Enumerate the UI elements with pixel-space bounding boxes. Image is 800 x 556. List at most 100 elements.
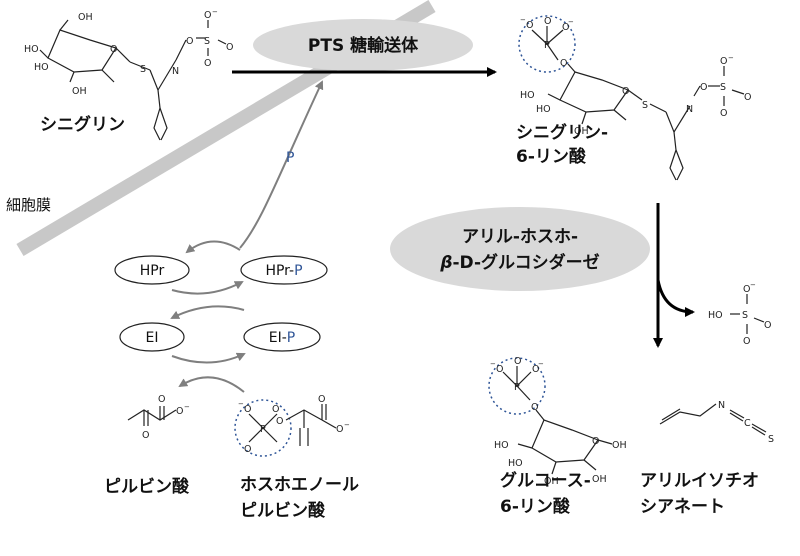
sinigrin-n: N	[172, 66, 179, 77]
phosphate-circle-sinigrin6p	[518, 15, 576, 73]
g6p-ho-1: HO	[494, 440, 509, 451]
sulfate-s: S	[742, 310, 748, 321]
pep-link-o: O	[276, 416, 283, 427]
glucosidase-rest: -D-グルコシダーゼ	[452, 252, 599, 273]
ei-p-label: EI-P	[269, 330, 295, 346]
ei-label: EI	[146, 330, 159, 346]
aitc-label-2: シアネート	[640, 497, 725, 517]
sinigrin6p-sulfate-o-top: O	[720, 56, 727, 67]
pep-label-2: ピルビン酸	[240, 500, 326, 521]
sinigrin-oh-2: OH	[72, 86, 87, 97]
pep-charge: −	[344, 421, 350, 429]
sinigrin-ho-2: HO	[34, 62, 49, 73]
pyruvate-label: ピルビン酸	[104, 476, 190, 497]
allyl-isothiocyanate-structure	[659, 403, 767, 436]
pep-phosphate-o2: O	[244, 444, 251, 455]
hpr-p-to-hpr-arrow	[185, 240, 241, 254]
sinigrin6p-sulfate-charge: −	[728, 54, 734, 62]
sinigrin-ho-1: HO	[24, 44, 39, 55]
sulfate-o-right: O	[764, 320, 771, 331]
pyruvate-charge: −	[184, 403, 190, 411]
sulfate-o-top: O	[743, 284, 750, 295]
ei-p-prefix: EI-	[269, 330, 287, 346]
pts-transporter-ellipse	[253, 19, 473, 71]
sinigrin6p-ho-1: HO	[520, 90, 535, 101]
sinigrin-s: S	[140, 64, 146, 75]
sinigrin6p-sulfate-s: S	[720, 82, 726, 93]
g6p-oh-1: OH	[544, 476, 559, 487]
pyruvate-structure	[127, 406, 177, 426]
pep-label-1: ホスホエノール	[240, 475, 359, 495]
sinigrin6p-phosphate-p: P	[544, 40, 550, 51]
sinigrin6p-phosphate-charge-1: −	[520, 16, 526, 24]
pep-to-pyruvate-arrow	[178, 376, 245, 393]
pep-phosphate-o1: O	[244, 404, 251, 415]
hpr-label: HPr	[140, 263, 165, 279]
sinigrin6p-sulfate-o-right: O	[744, 92, 751, 103]
sinigrin-oh-1: OH	[78, 12, 93, 23]
g6p-phosphate-charge-1: −	[490, 360, 496, 368]
sinigrin6p-phosphate-charge-2: −	[568, 18, 574, 26]
sinigrin6p-ho-2: HO	[536, 104, 551, 115]
glucose-6-phosphate-structure	[502, 366, 613, 475]
sinigrin6p-ring-o: O	[622, 86, 629, 97]
sinigrin-ring-o: O	[110, 44, 117, 55]
hydrogen-sulfate-structure	[730, 294, 765, 334]
pyruvate-ketone-o: O	[142, 430, 149, 441]
sinigrin-o-link: O	[186, 36, 193, 47]
pep-phosphate-charge: −	[238, 400, 244, 408]
sinigrin-6-phosphate-structure	[531, 26, 745, 181]
aitc-n: N	[718, 400, 725, 411]
sinigrin6p-o-link: O	[700, 82, 707, 93]
aitc-c: C	[744, 418, 751, 429]
pep-phosphate-p: P	[260, 424, 266, 435]
pts-transporter-label: PTS 糖輸送体	[308, 35, 419, 56]
sinigrin6p-oh: OH	[574, 126, 589, 137]
g6p-phosphate-p: P	[514, 382, 520, 393]
sinigrin6p-label-1: シニグリン-	[516, 122, 608, 143]
aitc-s: S	[768, 434, 774, 445]
g6p-phosphate-o2: O	[514, 356, 521, 367]
ei-to-ei-p-arrow	[171, 352, 246, 364]
glucosidase-ellipse	[390, 207, 650, 291]
pep-phosphate-o3: O	[272, 404, 279, 415]
ei-p-to-ei-arrow	[170, 305, 245, 319]
g6p-phosphate-charge-2: −	[538, 360, 544, 368]
phosphate-transfer-arrow	[239, 80, 324, 249]
glucosidase-label-2: β-D-グルコシダーゼ	[439, 252, 599, 273]
membrane-label: 細胞膜	[6, 196, 51, 214]
sinigrin6p-n: N	[686, 104, 693, 115]
sinigrin-sulfate-o-top: O	[204, 10, 211, 21]
g6p-phosphate-o3: O	[532, 364, 539, 375]
g6p-ho-2: HO	[508, 458, 523, 469]
g6p-oh-2: OH	[592, 474, 607, 485]
g6p-label-2: 6-リン酸	[500, 496, 571, 517]
sinigrin-sulfate-o-right: O	[226, 42, 233, 53]
pyruvate-carboxyl-o1: O	[158, 394, 165, 405]
sinigrin-sulfate-o-bottom: O	[204, 58, 211, 69]
sinigrin6p-phosphate-o3: O	[562, 22, 569, 33]
sulfate-ho: HO	[708, 310, 723, 321]
phosphate-label: P	[286, 150, 294, 166]
aitc-label-1: アリルイソチオ	[640, 471, 759, 491]
pyruvate-carboxyl-o2: O	[176, 406, 183, 417]
ei-p-suffix: P	[287, 330, 295, 346]
hpr-p-label: HPr-P	[265, 263, 302, 279]
ei-ellipse	[119, 322, 185, 352]
sinigrin6p-phosphate-o1: O	[526, 20, 533, 31]
phosphate-circle-g6p	[488, 357, 546, 415]
glucosidase-label-1: アリル-ホスホ-	[462, 227, 578, 247]
sinigrin6p-s: S	[642, 100, 648, 111]
sinigrin-label: シニグリン	[40, 114, 125, 135]
phosphate-circle-pep	[234, 399, 292, 457]
sinigrin6p-phosphate-o-link: O	[560, 58, 567, 69]
sulfate-charge: −	[750, 281, 756, 289]
sulfate-o-bottom: O	[743, 336, 750, 347]
sulfate-release-arrow	[656, 279, 695, 317]
g6p-ring-o: O	[592, 436, 599, 447]
sinigrin6p-phosphate-o2: O	[544, 16, 551, 27]
g6p-phosphate-o1: O	[496, 364, 503, 375]
sinigrin-structure	[39, 19, 227, 141]
